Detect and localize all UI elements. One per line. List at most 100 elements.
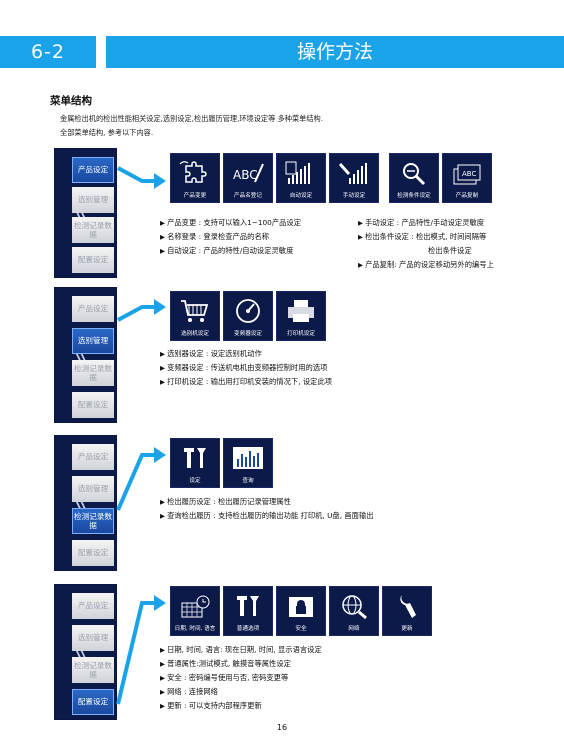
magnifier-icon [403, 163, 426, 186]
desc-item: 产品复制: 产品的设定移动另外的编号上 [358, 258, 494, 272]
tile-network[interactable]: 网络 [329, 586, 379, 636]
tile-sorter-setting[interactable]: 选别机设定 [170, 291, 220, 341]
desc-item: 选别器设定 : 设定选别机动作 [160, 347, 332, 361]
desc-item: 打印机设定 : 输出用打印机安装的情况下, 设定此项 [160, 375, 332, 389]
icon-row-sorting: 选别机设定 变频器设定 打印机设定 [170, 291, 329, 341]
tile-inverter-setting[interactable]: 变频器设定 [223, 291, 273, 341]
tile-record-query[interactable]: 查询 [223, 438, 273, 488]
desc-records: 检出履历设定 : 检出履历记录管理属性 查询检出履历 : 支持检出履历的输出功能… [160, 495, 374, 523]
page-number: 16 [276, 723, 288, 732]
menu-item-product[interactable]: 产品设定 [72, 444, 114, 470]
tile-label: 产品复制 [455, 193, 479, 199]
menu-item-product[interactable]: 产品设定 [72, 157, 114, 183]
menu-item-sorting[interactable]: 选别管理 [72, 328, 114, 354]
tile-label: 打印机设定 [287, 331, 315, 337]
tile-label: 自动设定 [289, 193, 313, 199]
menu-item-product[interactable]: 产品设定 [72, 593, 114, 619]
copy-cards-icon: ABC [453, 164, 481, 185]
printer-icon [288, 300, 314, 322]
desc-item: 查询检出履历 : 支持检出履历的输出功能 打印机, U盘, 画面输出 [160, 509, 373, 523]
desc-product-left: 产品变更 : 支持可以输入1~100产品设定 名称登录 : 登录检查产品的名称 … [160, 216, 301, 258]
tile-printer-setting[interactable]: 打印机设定 [276, 291, 326, 341]
desc-item: 检出履历设定 : 检出履历记录管理属性 [160, 495, 374, 509]
svg-text:ABC: ABC [233, 168, 258, 182]
tile-label: 产品变更 [183, 193, 207, 199]
icon-row-product: 产品变更 ABC 产品名登记 自动设定 手动设定 检测条件设定 ABC 产品复制 [170, 153, 495, 203]
tile-label: 日期, 时间, 语言 [174, 626, 216, 632]
desc-item: 名称登录 : 登录检查产品的名称 [160, 230, 301, 244]
desc-item: 检出条件设定 [428, 246, 472, 255]
tile-label: 选别机设定 [181, 331, 209, 337]
menu-panel-records: 《 产品设定 选别管理 检测记录数据 配置设定 [54, 435, 117, 571]
pointer-arrow-icon [116, 595, 166, 705]
lock-icon [289, 597, 313, 617]
menu-item-sorting[interactable]: 选别管理 [72, 187, 114, 213]
menu-item-records[interactable]: 检测记录数据 [72, 657, 114, 683]
pointer-arrow-icon [117, 166, 166, 189]
intro-line-1: 金属检出机的检出性能相关设定,选别设定,检出履历管理,环境设定等 多种菜单结构. [60, 114, 323, 123]
globe-search-icon [342, 595, 367, 619]
tools-icon [237, 596, 259, 616]
tile-auto-setting[interactable]: 自动设定 [276, 153, 326, 203]
tile-manual-setting[interactable]: 手动设定 [329, 153, 379, 203]
tile-label: 变频器设定 [234, 331, 262, 337]
tile-product-copy[interactable]: ABC 产品复制 [442, 153, 492, 203]
signal-bars-icon [285, 161, 310, 184]
menu-item-config[interactable]: 配置设定 [72, 689, 114, 715]
abc-pencil-icon: ABC [233, 163, 264, 183]
menu-panel-config: 《 产品设定 选别管理 检测记录数据 配置设定 [54, 584, 117, 720]
tile-label: 检测条件设定 [397, 193, 431, 199]
tile-label: 网络 [348, 626, 360, 632]
menu-item-records[interactable]: 检测记录数据 [72, 217, 114, 243]
tile-label: 普通选项 [236, 626, 260, 632]
tile-label: 手动设定 [342, 193, 366, 199]
menu-item-config[interactable]: 配置设定 [72, 392, 114, 418]
tile-detect-condition[interactable]: 检测条件设定 [389, 153, 439, 203]
tile-record-setting[interactable]: 设定 [170, 438, 220, 488]
desc-item: 普通属性:测试模式, 触摸音等属性设定 [160, 657, 322, 671]
tile-product-change[interactable]: 产品变更 [170, 153, 220, 203]
tile-datetime-language[interactable]: 日期, 时间, 语言 [170, 586, 220, 636]
desc-item: 日期, 时间, 语言: 现在日期, 时间, 显示语言设定 [160, 643, 322, 657]
desc-item: 检出条件设定 : 检出模式, 时间间隔等 [358, 230, 494, 244]
section-heading: 菜单结构 [50, 95, 92, 107]
gauge-icon [236, 299, 260, 323]
desc-item: 手动设定 : 产品特性/手动设定灵敏度 [358, 216, 494, 230]
menu-item-config[interactable]: 配置设定 [72, 247, 114, 273]
cart-icon [181, 300, 209, 322]
desc-item: 网络 : 连接网络 [160, 685, 322, 699]
desc-item: 自动设定 : 产品的特性/自动设定灵敏度 [160, 244, 301, 258]
menu-item-product[interactable]: 产品设定 [72, 296, 114, 322]
puzzle-icon [179, 161, 207, 183]
wrench-icon [400, 595, 416, 618]
hand-bars-icon [338, 162, 367, 184]
tile-update[interactable]: 更新 [382, 586, 432, 636]
menu-item-sorting[interactable]: 选别管理 [72, 625, 114, 651]
desc-sorting: 选别器设定 : 设定选别机动作 变频器设定 : 传送机电机由变频器控制时用的选项… [160, 347, 332, 389]
desc-item: 产品变更 : 支持可以输入1~100产品设定 [160, 216, 301, 230]
desc-item: 安全 : 密码编号使用与否, 密码变更等 [160, 671, 322, 685]
desc-item: 更新 : 可以支持内部程序更新 [160, 699, 322, 713]
desc-item: 变频器设定 : 传送机电机由变频器控制时用的选项 [160, 361, 332, 375]
bar-chart-icon [233, 447, 263, 469]
intro-line-2: 全部菜单结构, 参考以下内容. [60, 128, 154, 137]
section-number: 6-2 [0, 36, 96, 68]
menu-panel-product: 《 产品设定 选别管理 检测记录数据 配置设定 [54, 148, 117, 278]
tile-security[interactable]: 安全 [276, 586, 326, 636]
calendar-clock-icon [181, 595, 210, 618]
tile-label: 设定 [189, 478, 201, 484]
menu-item-records[interactable]: 检测记录数据 [72, 360, 114, 386]
pointer-arrow-icon [117, 299, 166, 322]
menu-item-records[interactable]: 检测记录数据 [72, 508, 114, 534]
desc-product-right: 手动设定 : 产品特性/手动设定灵敏度 检出条件设定 : 检出模式, 时间间隔等… [358, 216, 494, 272]
menu-item-sorting[interactable]: 选别管理 [72, 476, 114, 502]
tile-label: 产品名登记 [234, 193, 262, 199]
tools-icon [184, 448, 206, 468]
tile-label: 更新 [401, 626, 413, 632]
tile-label: 查询 [242, 478, 254, 484]
tile-product-name[interactable]: ABC 产品名登记 [223, 153, 273, 203]
tile-general-options[interactable]: 普通选项 [223, 586, 273, 636]
page-title: 操作方法 [106, 36, 564, 68]
menu-item-config[interactable]: 配置设定 [72, 540, 114, 566]
pointer-arrow-icon [116, 447, 166, 511]
